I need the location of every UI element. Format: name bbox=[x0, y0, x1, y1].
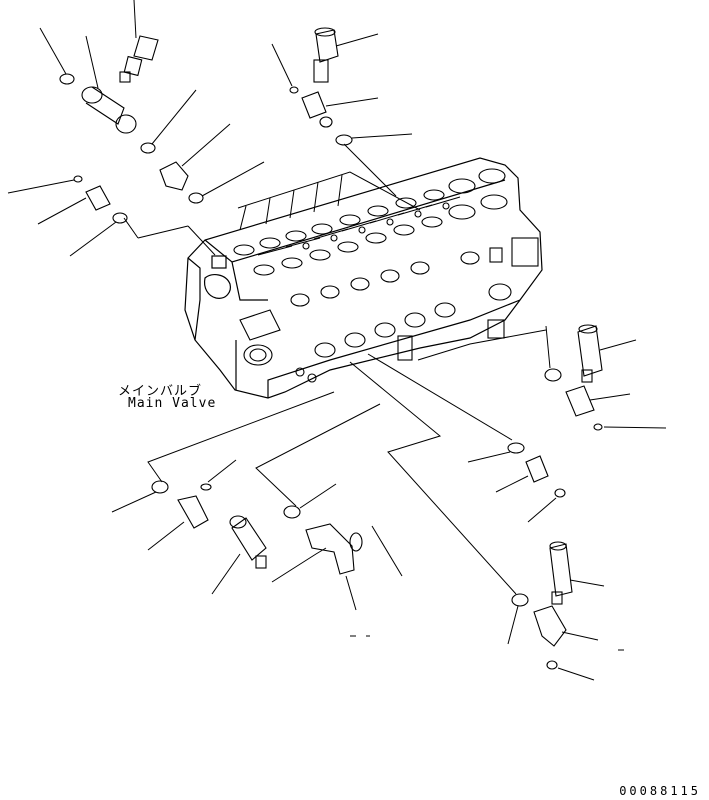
leader-lines bbox=[7, 0, 667, 681]
main-valve-label-jp: メインバルブ bbox=[118, 384, 203, 399]
figure-number: 00088115 bbox=[619, 784, 701, 798]
main-valve-label-en: Main Valve bbox=[128, 396, 217, 411]
parts bbox=[59, 27, 603, 670]
main-valve-block bbox=[184, 157, 543, 399]
